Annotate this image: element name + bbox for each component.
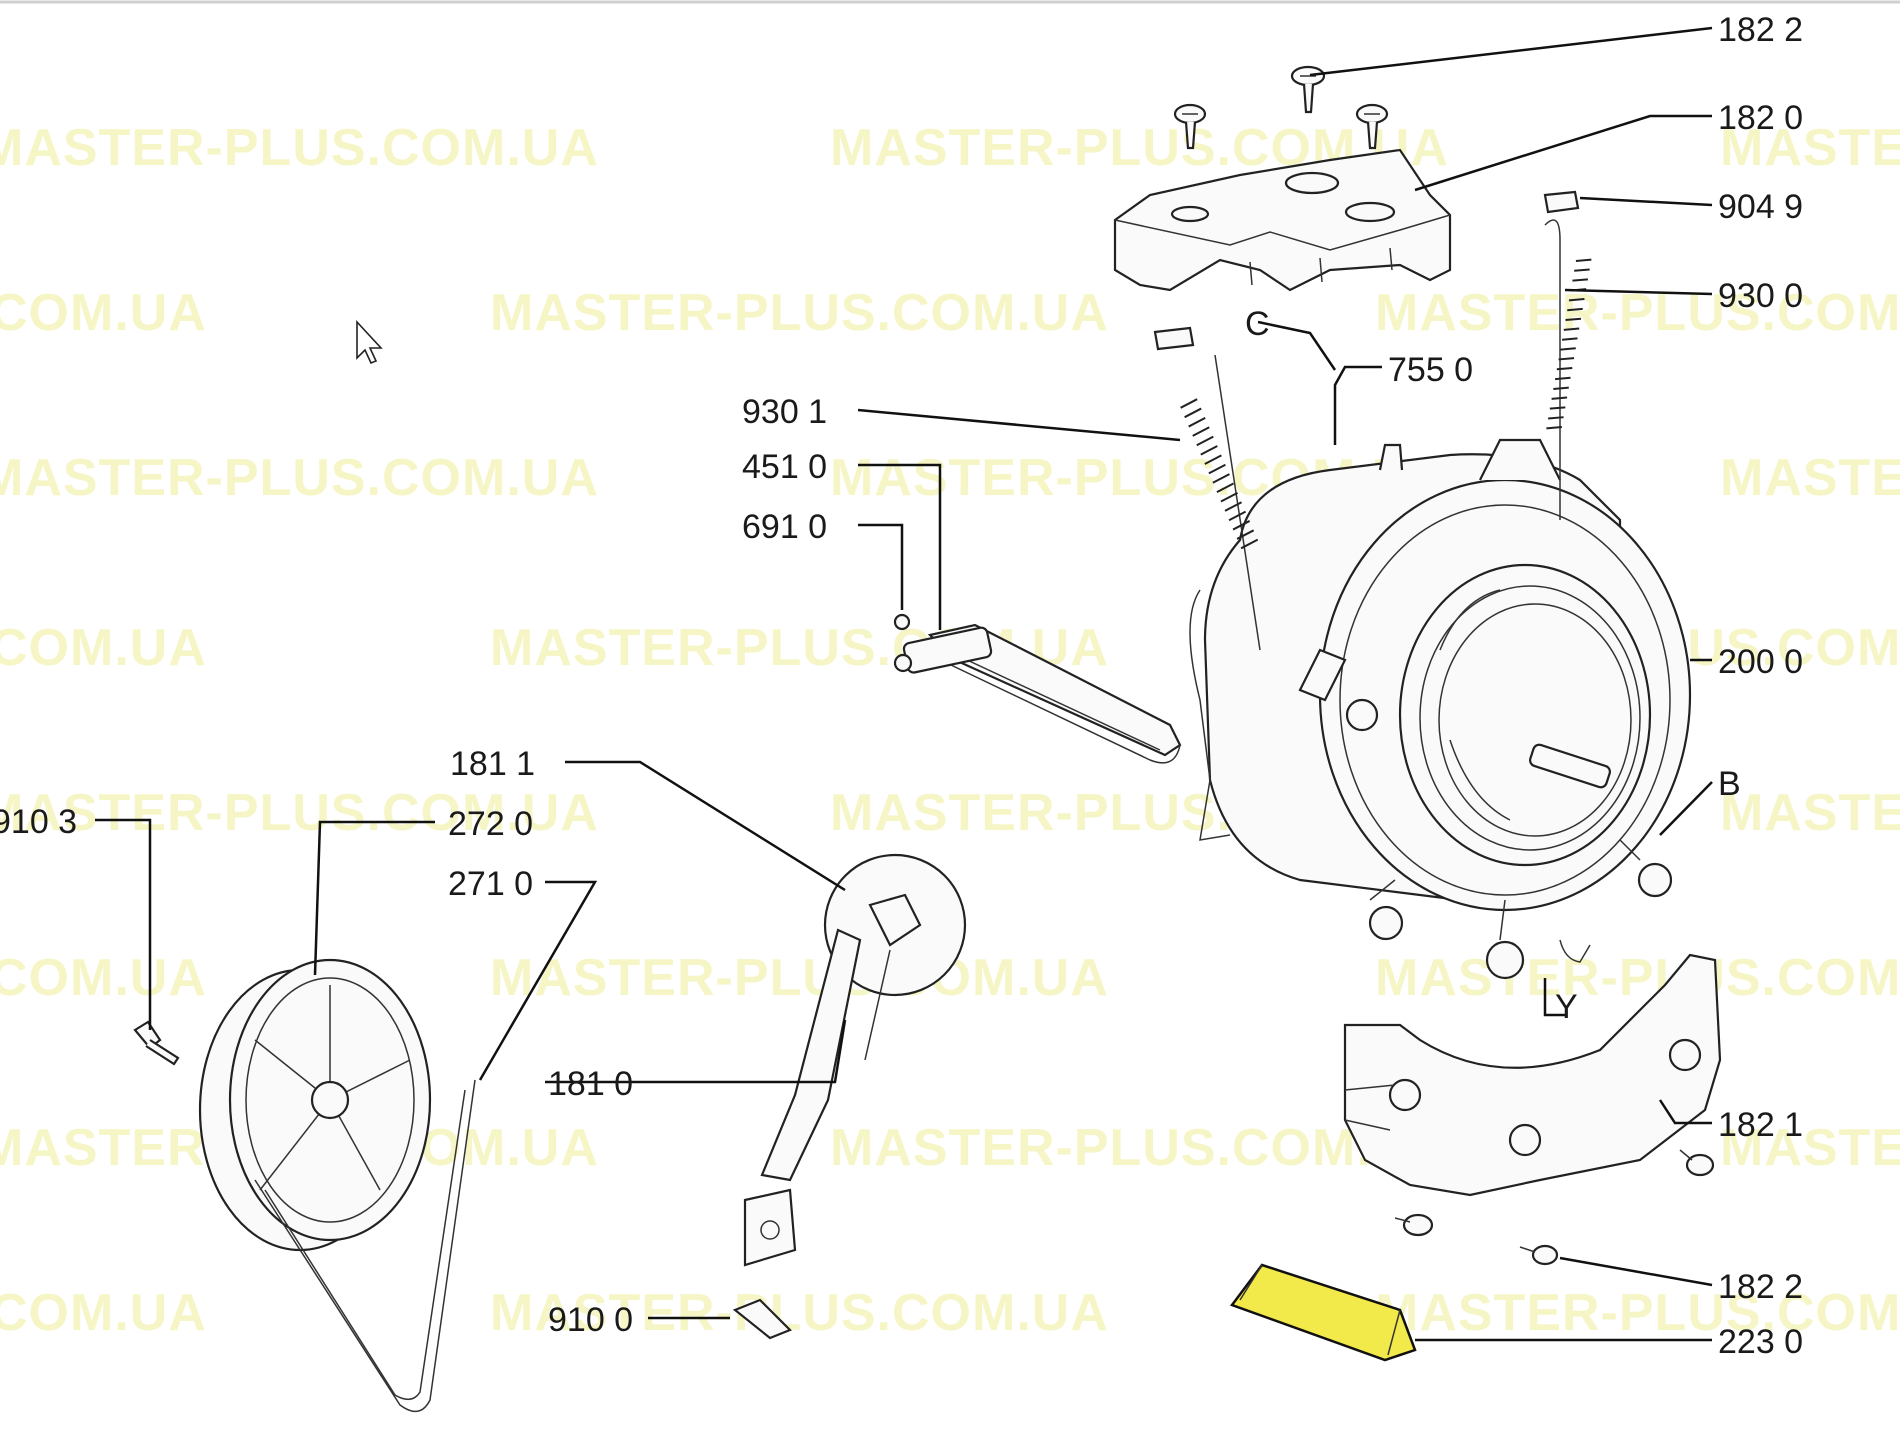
label-223-0: 223 0 xyxy=(1718,1323,1803,1361)
counterweight-top xyxy=(1113,148,1452,292)
label-904-9: 904 9 xyxy=(1718,188,1803,226)
counterweight-front-highlighted xyxy=(1229,1263,1417,1362)
screw-left xyxy=(133,1020,180,1066)
watermark: MASTER-PLUS.COM.UA xyxy=(0,119,599,177)
label-182-2-top: 182 2 xyxy=(1718,11,1803,49)
label-b: B xyxy=(1718,765,1741,803)
counterweight-bottom xyxy=(1343,953,1722,1197)
label-200-0: 200 0 xyxy=(1718,643,1803,681)
label-182-0: 182 0 xyxy=(1718,99,1803,137)
screw-bottom-3 xyxy=(1679,1149,1715,1177)
label-y: Y xyxy=(1555,988,1578,1026)
label-910-3: 910 3 xyxy=(0,803,77,841)
screw-top-left xyxy=(1173,103,1207,150)
label-755-0: 755 0 xyxy=(1388,351,1473,389)
spring-left xyxy=(1180,354,1261,651)
label-451-0: 451 0 xyxy=(742,448,827,486)
label-181-1: 181 1 xyxy=(450,745,535,783)
ntc-sensor xyxy=(893,613,911,631)
watermark: MASTER-PLUS.COM.UA xyxy=(490,284,1109,342)
mouse-pointer-icon xyxy=(356,319,383,365)
spring-hook-top-right xyxy=(1543,190,1580,214)
screw-bottom-2 xyxy=(1519,1244,1559,1266)
watermark: MASTER-PLUS.COM.UA xyxy=(490,949,1109,1007)
watermark: MASTER-PLUS.COM.UA xyxy=(1720,449,1900,507)
label-930-0: 930 0 xyxy=(1718,277,1803,315)
label-182-1: 182 1 xyxy=(1718,1106,1803,1144)
label-c: C xyxy=(1245,305,1270,343)
watermark: MASTER-PLUS.COM.UA xyxy=(490,1284,1109,1342)
label-930-1: 930 1 xyxy=(742,393,827,431)
watermark: MASTER-PLUS.COM.UA xyxy=(1375,284,1900,342)
drive-belt xyxy=(254,1079,476,1413)
drum-pulley xyxy=(198,958,432,1252)
label-691-0: 691 0 xyxy=(742,508,827,546)
label-271-0: 271 0 xyxy=(448,865,533,903)
label-181-0: 181 0 xyxy=(548,1065,633,1103)
label-272-0: 272 0 xyxy=(448,805,533,843)
label-182-2-bottom: 182 2 xyxy=(1718,1268,1803,1306)
heating-element xyxy=(893,613,1182,764)
screw-bottom-1 xyxy=(1394,1213,1434,1237)
tub-assembly xyxy=(1189,438,1692,980)
spring-right xyxy=(1544,219,1592,520)
label-910-0: 910 0 xyxy=(548,1301,633,1339)
watermark: MASTER-PLUS.COM.UA xyxy=(0,784,599,842)
watermark: COM.UA xyxy=(0,949,207,1007)
watermark: COM.UA xyxy=(0,1284,207,1342)
watermark: MASTER-PLUS.COM.UA xyxy=(1720,1119,1900,1177)
watermark: MASTER-PLUS.COM.UA xyxy=(1375,1284,1900,1342)
screw-top-center xyxy=(1290,65,1326,114)
part-labels: 182 2 182 0 904 9 930 0 755 0 C 930 1 45… xyxy=(0,11,1803,1361)
watermark: MASTER-PLUS.COM.UA xyxy=(1375,949,1900,1007)
leader-lines xyxy=(95,26,1713,1342)
watermark: MASTER-PLUS.COM.UA xyxy=(1720,119,1900,177)
watermark: MASTER-PLUS.COM.UA xyxy=(830,1119,1449,1177)
watermark: MASTER-PLUS.COM.UA xyxy=(1720,784,1900,842)
watermark: MASTER-PLUS.COM.UA xyxy=(0,449,599,507)
shock-absorber xyxy=(732,853,967,1340)
screw-top-right xyxy=(1355,103,1389,150)
watermark: COM.UA xyxy=(0,619,207,677)
spring-hook-top-left xyxy=(1153,326,1195,351)
watermark: COM.UA xyxy=(0,284,207,342)
